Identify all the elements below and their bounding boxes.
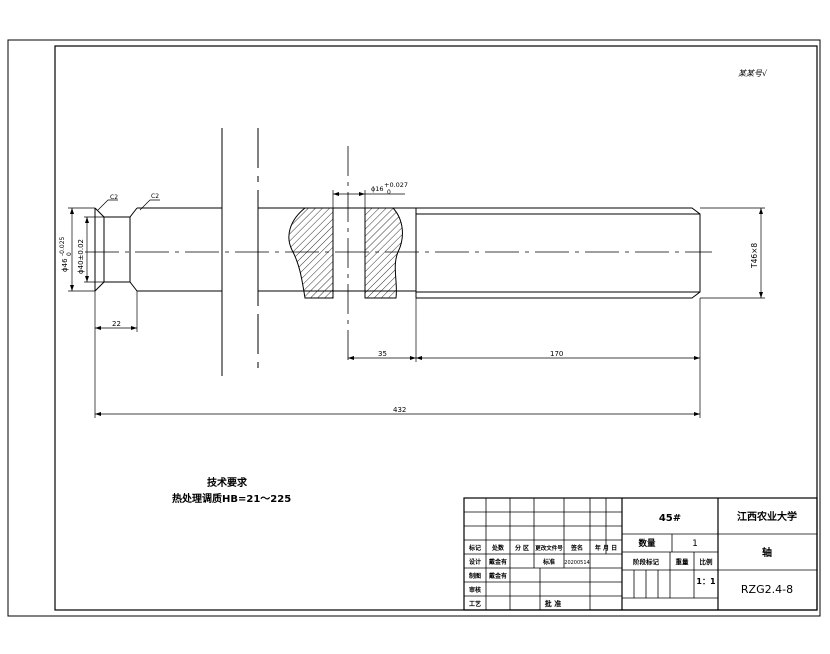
dim-length-432: 432	[393, 406, 406, 414]
dim-outer-tol-upper: -0.025	[59, 236, 66, 256]
tech-notes-line: 热处理调质HB=21～225	[172, 494, 292, 505]
tb-scale-value: 1：1	[696, 577, 716, 586]
title-block-grid	[463, 497, 818, 611]
dim-keyway-tol-upper: +0.027	[384, 181, 408, 189]
dim-length-35: 35	[378, 350, 387, 358]
dim-thread: T46×8	[750, 243, 759, 269]
tb-h-mark: 标记	[468, 544, 481, 552]
tb-h-count: 处数	[491, 544, 505, 552]
tb-h-docno: 更改文件号	[535, 544, 563, 552]
dimension-arrows	[70, 192, 763, 416]
tb-design: 设计	[469, 558, 481, 566]
tb-quantity-value: 1	[692, 539, 698, 549]
thread-section	[415, 207, 701, 299]
tb-org: 江西农业大学	[737, 510, 797, 523]
tech-notes-title: 技术要求	[207, 478, 247, 489]
tb-drawing-no: RZG2.4-8	[741, 583, 793, 596]
outer-border	[7, 39, 821, 617]
tb-stage-label: 阶段标记	[633, 557, 660, 566]
tb-weight-label: 重量	[676, 557, 690, 566]
dim-keyway-width: ϕ16	[371, 185, 384, 193]
tb-scale-label: 比例	[700, 557, 714, 566]
tb-part-name: 轴	[762, 546, 772, 559]
tb-draw-name: 戴金有	[489, 572, 507, 580]
tb-design-name: 戴金有	[489, 558, 507, 566]
tb-draw: 制图	[469, 572, 481, 580]
tb-h-date: 年 月 日	[595, 544, 617, 552]
dim-inner-diameter: ϕ40±0.02	[77, 239, 85, 274]
section-hatch-right	[364, 207, 403, 299]
inner-border	[54, 45, 818, 611]
dim-outer-tol-lower: 0	[66, 252, 73, 256]
tb-date-value: 20200514	[564, 560, 589, 566]
dim-outer-diameter: ϕ46	[61, 258, 69, 272]
dim-length-22: 22	[112, 320, 121, 328]
chamfer-label-left: C2	[110, 194, 118, 201]
tb-std: 标准	[542, 558, 555, 566]
tb-approve: 批 准	[545, 599, 561, 608]
shaft-left-end	[94, 207, 138, 292]
corner-mark: 某某号√	[738, 69, 768, 78]
tb-process: 工艺	[469, 600, 481, 608]
chamfer-label-right: C2	[151, 193, 159, 200]
dim-keyway-tol-lower: 0	[387, 189, 391, 196]
tb-quantity-label: 数量	[638, 538, 656, 549]
tb-material: 45#	[659, 513, 681, 524]
section-hatch-left	[288, 207, 334, 299]
tb-h-sign: 签名	[570, 544, 583, 552]
tb-review: 审核	[469, 586, 481, 594]
dim-length-170: 170	[550, 350, 563, 358]
tb-h-zone: 分 区	[515, 544, 529, 552]
